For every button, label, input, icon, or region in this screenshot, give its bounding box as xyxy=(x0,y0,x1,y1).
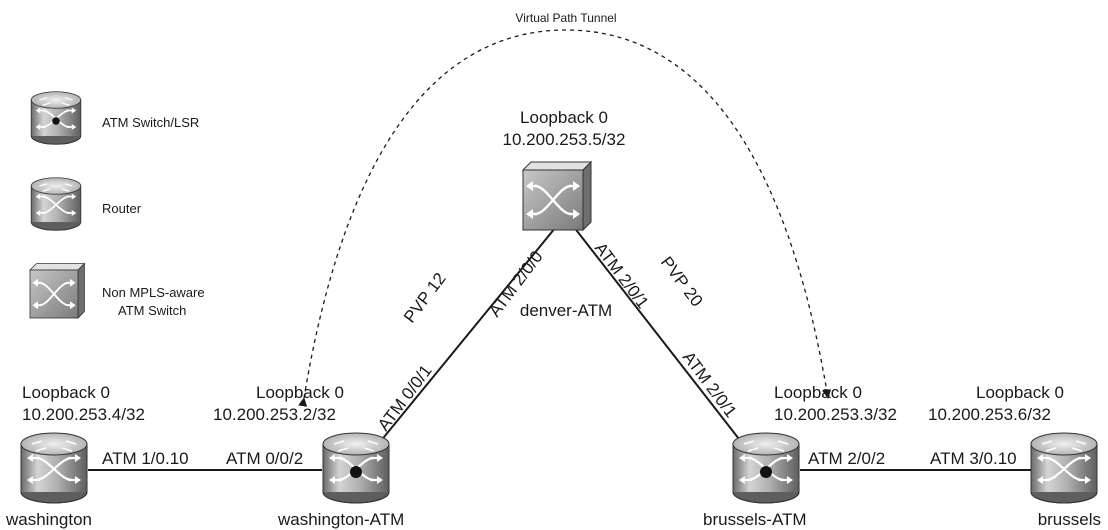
washington-atm-loopback: Loopback 0 xyxy=(256,383,344,402)
virtual-path-tunnel-curve xyxy=(298,29,832,407)
washington-name: washington xyxy=(5,510,92,529)
legend-non-mpls-label-line1: Non MPLS-aware xyxy=(102,285,205,300)
brussels-atm-loopback: Loopback 0 xyxy=(774,383,862,402)
interface-label-brussels-atm-2-0-1: ATM 2/0/1 xyxy=(679,348,741,421)
link-washington-atm-denver-atm xyxy=(374,221,561,449)
virtual-path-tunnel-label: Virtual Path Tunnel xyxy=(515,11,616,25)
interface-label-washington-atm-1-0-10: ATM 1/0.10 xyxy=(102,449,189,468)
brussels-loopback: Loopback 0 xyxy=(976,383,1064,402)
washington-atm-name: washington-ATM xyxy=(277,510,404,529)
legend-atm-lsr-icon xyxy=(30,90,82,146)
washington-loopback: Loopback 0 xyxy=(22,383,110,402)
denver-atm-switch-icon xyxy=(521,160,593,232)
interface-label-brussels-atm-2-0-2: ATM 2/0/2 xyxy=(808,449,885,468)
interface-label-washington-atm-0-0-2: ATM 0/0/2 xyxy=(226,449,303,468)
washington-atm-ip: 10.200.253.2/32 xyxy=(213,405,336,424)
pvp-label-right: PVP 20 xyxy=(657,253,707,310)
interface-label-brussels-atm-3-0-10: ATM 3/0.10 xyxy=(930,449,1017,468)
brussels-name: brussels xyxy=(1038,510,1101,529)
denver-atm-loopback: Loopback 0 xyxy=(520,108,608,127)
washington-ip: 10.200.253.4/32 xyxy=(22,405,145,424)
interface-label-washington-atm-0-0-1: ATM 0/0/1 xyxy=(374,361,436,434)
washington-router-icon xyxy=(19,431,89,505)
brussels-ip: 10.200.253.6/32 xyxy=(928,405,1051,424)
washington-atm-switch-icon xyxy=(321,431,391,505)
brussels-atm-switch-icon xyxy=(731,431,801,505)
denver-atm-name: denver-ATM xyxy=(520,301,612,320)
legend-atm-lsr-label: ATM Switch/LSR xyxy=(102,115,199,130)
legend-router-icon xyxy=(30,176,82,232)
legend-non-mpls-switch-icon xyxy=(29,262,86,319)
pvp-label-left: PVP 12 xyxy=(400,269,450,326)
link-denver-atm-brussels-atm xyxy=(569,221,747,449)
brussels-router-icon xyxy=(1029,431,1099,505)
denver-atm-ip: 10.200.253.5/32 xyxy=(503,130,626,149)
brussels-atm-name: brussels-ATM xyxy=(703,510,807,529)
legend-router-label: Router xyxy=(102,201,142,216)
legend: ATM Switch/LSR Router Non MPLS-aware ATM… xyxy=(29,90,205,319)
brussels-atm-ip: 10.200.253.3/32 xyxy=(774,405,897,424)
legend-non-mpls-label-line2: ATM Switch xyxy=(118,303,186,318)
